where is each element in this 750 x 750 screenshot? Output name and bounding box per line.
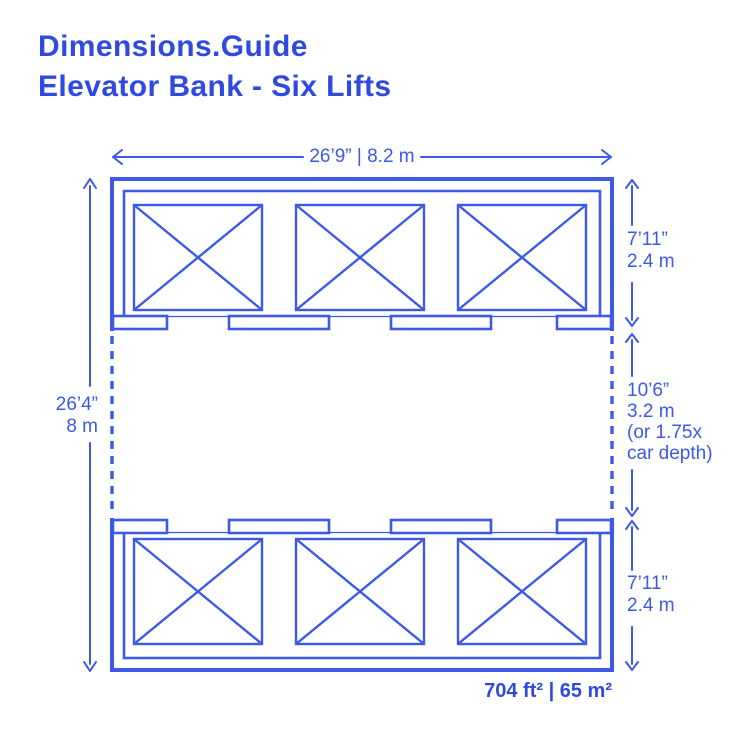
brand-title: Dimensions.Guide [38, 30, 308, 63]
dimension-line: 26’4” [55, 394, 98, 415]
door-jamb [555, 518, 613, 535]
area-label: 704 ft² | 65 m² [484, 680, 612, 702]
dimension-label-car-depth-top: 7’11” 2.4 m [627, 229, 675, 273]
bottom-bank-outer-wall [110, 518, 614, 672]
lobby-boundary-dashed-lines [110, 336, 614, 514]
page-title: Elevator Bank - Six Lifts [38, 70, 392, 103]
door-jamb [389, 314, 493, 331]
door-jamb [111, 518, 169, 535]
dimension-line: 10’6” [627, 380, 670, 401]
top-bank-outer-wall [110, 177, 614, 331]
elevator-car-5 [294, 537, 426, 646]
dimension-label-lobby-width: 10’6” 3.2 m (or 1.75x car depth) [627, 380, 713, 464]
elevator-car-2 [294, 203, 426, 312]
top-bank-inner-wall [122, 189, 602, 317]
dimension-label-overall-width: 26’9” | 8.2 m [309, 146, 415, 167]
elevator-car-4 [132, 537, 264, 646]
overall-width-arrow [112, 149, 612, 165]
dimension-label-car-depth-bottom: 7’11” 2.4 m [627, 573, 675, 617]
dimension-label-overall-depth: 26’4” 8 m [14, 394, 98, 438]
dimension-line: 7’11” [627, 573, 668, 594]
dimension-line: 7’11” [627, 229, 668, 250]
elevator-car-1 [132, 203, 264, 312]
car-depth-top-arrow [625, 179, 639, 327]
dimension-line: (or 1.75x [627, 422, 702, 443]
car-depth-bottom-arrow [625, 520, 639, 671]
door-jamb [227, 518, 331, 535]
dimension-line: car depth) [627, 443, 713, 464]
dimension-line: 2.4 m [627, 595, 675, 616]
dimension-line: 8 m [66, 416, 98, 437]
header: Dimensions.Guide Elevator Bank - Six Lif… [38, 27, 391, 107]
elevator-car-6 [456, 537, 588, 646]
lobby-width-arrow [625, 333, 639, 517]
top-elevator-bank [110, 177, 614, 331]
bottom-elevator-bank [110, 518, 614, 672]
door-jamb [555, 314, 613, 331]
elevator-car-3 [456, 203, 588, 312]
dimension-line: 3.2 m [627, 401, 675, 422]
door-jamb [389, 518, 493, 535]
door-jamb [227, 314, 331, 331]
overall-depth-arrow [83, 178, 97, 672]
door-jamb [111, 314, 169, 331]
dimension-line: 2.4 m [627, 251, 675, 272]
bottom-bank-inner-wall [122, 532, 602, 660]
